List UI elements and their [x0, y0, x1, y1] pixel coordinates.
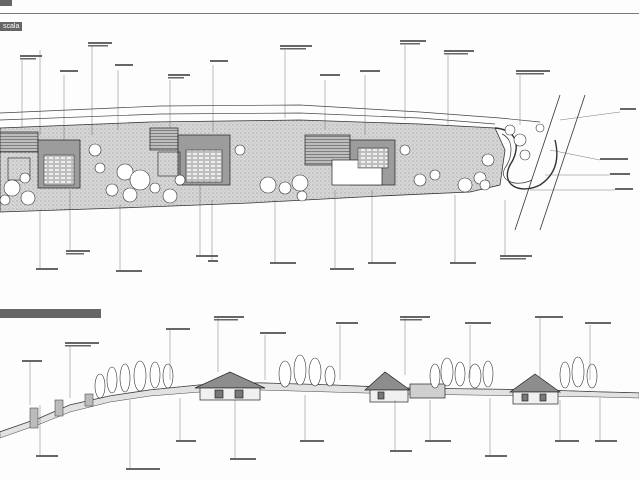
- retaining-walls: [29, 393, 94, 429]
- plan-note-marks: [20, 40, 636, 272]
- site-section: [0, 316, 639, 470]
- section-note-marks: [22, 316, 617, 470]
- access-road-line-upper: [0, 104, 541, 123]
- site-plan: [0, 40, 636, 272]
- main-road-edge-1: [514, 94, 561, 231]
- terrain-fill: [0, 382, 639, 439]
- plan-title: scala: [3, 23, 20, 30]
- house-1-plan: [0, 131, 81, 189]
- main-road-edge-2: [539, 94, 586, 231]
- section-leader-lines: [29, 318, 601, 468]
- section-trees: [94, 354, 598, 399]
- sheet-corner-mark: [0, 0, 12, 6]
- section-title-bar: [0, 309, 101, 318]
- access-road-line-lower: [0, 112, 496, 125]
- house-3-plan: [304, 134, 396, 186]
- plan-trees: [0, 123, 545, 206]
- sheet-top-rule: [0, 13, 639, 14]
- house-2-plan: [149, 127, 231, 186]
- driveway-curve-inner: [501, 133, 533, 184]
- plan-leader-lines: [21, 45, 621, 270]
- house-3-section: [508, 373, 562, 405]
- plan-title-bar: scala: [0, 22, 23, 31]
- house-1-section: [194, 371, 266, 401]
- house-2-section: [364, 371, 446, 403]
